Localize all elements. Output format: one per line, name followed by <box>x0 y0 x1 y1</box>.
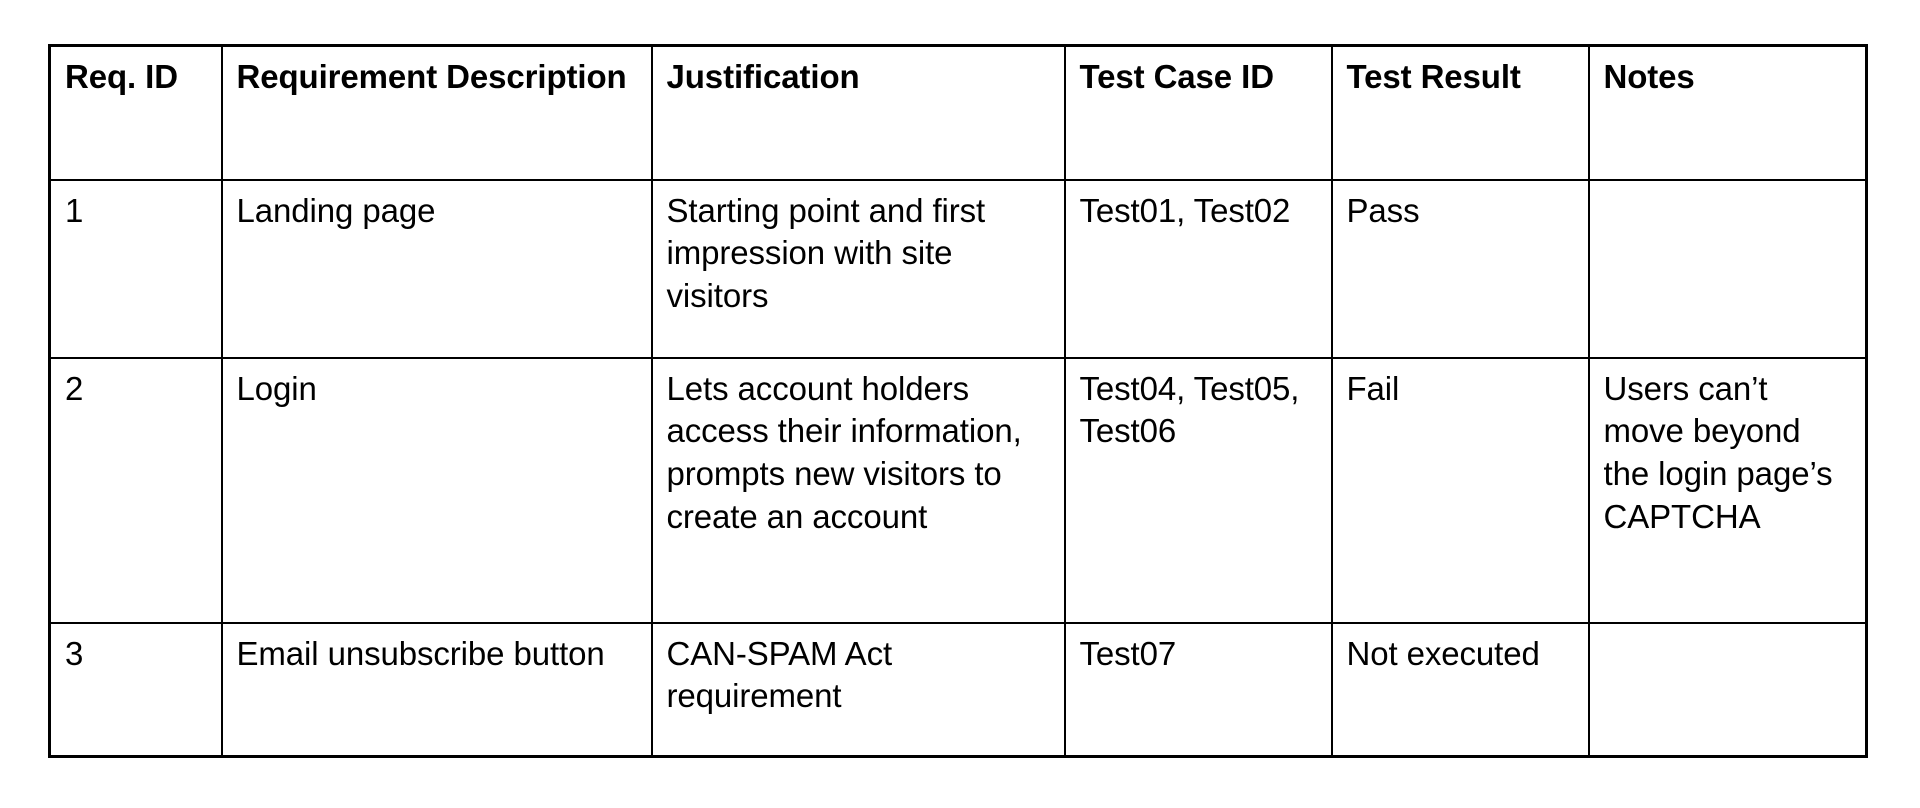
cell-req-id-value: 1 <box>65 191 84 229</box>
cell-test-result: Not executed <box>1330 621 1590 758</box>
cell-test-case-id: Test07 <box>1063 621 1333 758</box>
cell-justification: CAN-SPAM Act requirement <box>650 621 1066 758</box>
cell-test-case-id-value: Test07 <box>1079 634 1177 672</box>
cell-req-id: 1 <box>48 178 223 359</box>
table-header: Req. ID Requirement Description Justific… <box>48 44 1868 181</box>
cell-requirement-description-value: Login <box>236 369 317 407</box>
cell-test-result-value: Not executed <box>1346 634 1540 672</box>
column-header-req-id: Req. ID <box>48 44 223 181</box>
cell-notes <box>1587 621 1868 758</box>
cell-test-result: Fail <box>1330 356 1590 624</box>
cell-requirement-description-value: Email unsubscribe button <box>236 634 605 672</box>
table-row: 1 Landing page Starting point and first … <box>48 178 1868 359</box>
table-row: 2 Login Lets account holders access thei… <box>48 356 1868 624</box>
column-header-test-case-id: Test Case ID <box>1063 44 1333 181</box>
column-header-test-result: Test Result <box>1330 44 1590 181</box>
cell-notes-value <box>1604 633 1852 634</box>
cell-notes-value <box>1604 190 1852 191</box>
cell-requirement-description-value: Landing page <box>236 191 436 229</box>
table-row: 3 Email unsubscribe button CAN-SPAM Act … <box>48 621 1868 758</box>
column-header-requirement-description-label: Requirement Description <box>236 58 627 95</box>
requirements-traceability-table-wrapper: Req. ID Requirement Description Justific… <box>48 44 1868 758</box>
cell-test-case-id: Test04, Test05, Test06 <box>1063 356 1333 624</box>
column-header-test-case-id-label: Test Case ID <box>1079 58 1275 95</box>
column-header-notes-label: Notes <box>1603 58 1695 95</box>
cell-justification: Starting point and first impression with… <box>650 178 1066 359</box>
column-header-test-result-label: Test Result <box>1346 58 1521 95</box>
cell-test-result: Pass <box>1330 178 1590 359</box>
cell-justification-value: Lets account holders access their inform… <box>666 369 1022 536</box>
cell-req-id-value: 3 <box>65 634 84 672</box>
cell-test-case-id-value: Test04, Test05, Test06 <box>1079 369 1300 450</box>
cell-notes <box>1587 178 1868 359</box>
cell-justification-value: CAN-SPAM Act requirement <box>666 634 893 715</box>
column-header-justification: Justification <box>650 44 1066 181</box>
column-header-requirement-description: Requirement Description <box>220 44 653 181</box>
table-header-row: Req. ID Requirement Description Justific… <box>48 44 1868 181</box>
cell-justification: Lets account holders access their inform… <box>650 356 1066 624</box>
table-body: 1 Landing page Starting point and first … <box>48 178 1868 758</box>
cell-req-id: 3 <box>48 621 223 758</box>
cell-req-id-value: 2 <box>65 369 84 407</box>
cell-test-case-id: Test01, Test02 <box>1063 178 1333 359</box>
cell-requirement-description: Landing page <box>220 178 653 359</box>
cell-justification-value: Starting point and first impression with… <box>666 191 986 315</box>
cell-notes: Users can’t move beyond the login page’s… <box>1587 356 1868 624</box>
cell-notes-value: Users can’t move beyond the login page’s… <box>1603 369 1833 536</box>
cell-requirement-description: Email unsubscribe button <box>220 621 653 758</box>
column-header-notes: Notes <box>1587 44 1868 181</box>
cell-test-case-id-value: Test01, Test02 <box>1079 191 1291 229</box>
cell-requirement-description: Login <box>220 356 653 624</box>
requirements-traceability-table: Req. ID Requirement Description Justific… <box>48 44 1868 758</box>
cell-test-result-value: Pass <box>1346 191 1420 229</box>
column-header-justification-label: Justification <box>666 58 860 95</box>
cell-test-result-value: Fail <box>1346 369 1400 407</box>
cell-req-id: 2 <box>48 356 223 624</box>
column-header-req-id-label: Req. ID <box>65 58 178 95</box>
